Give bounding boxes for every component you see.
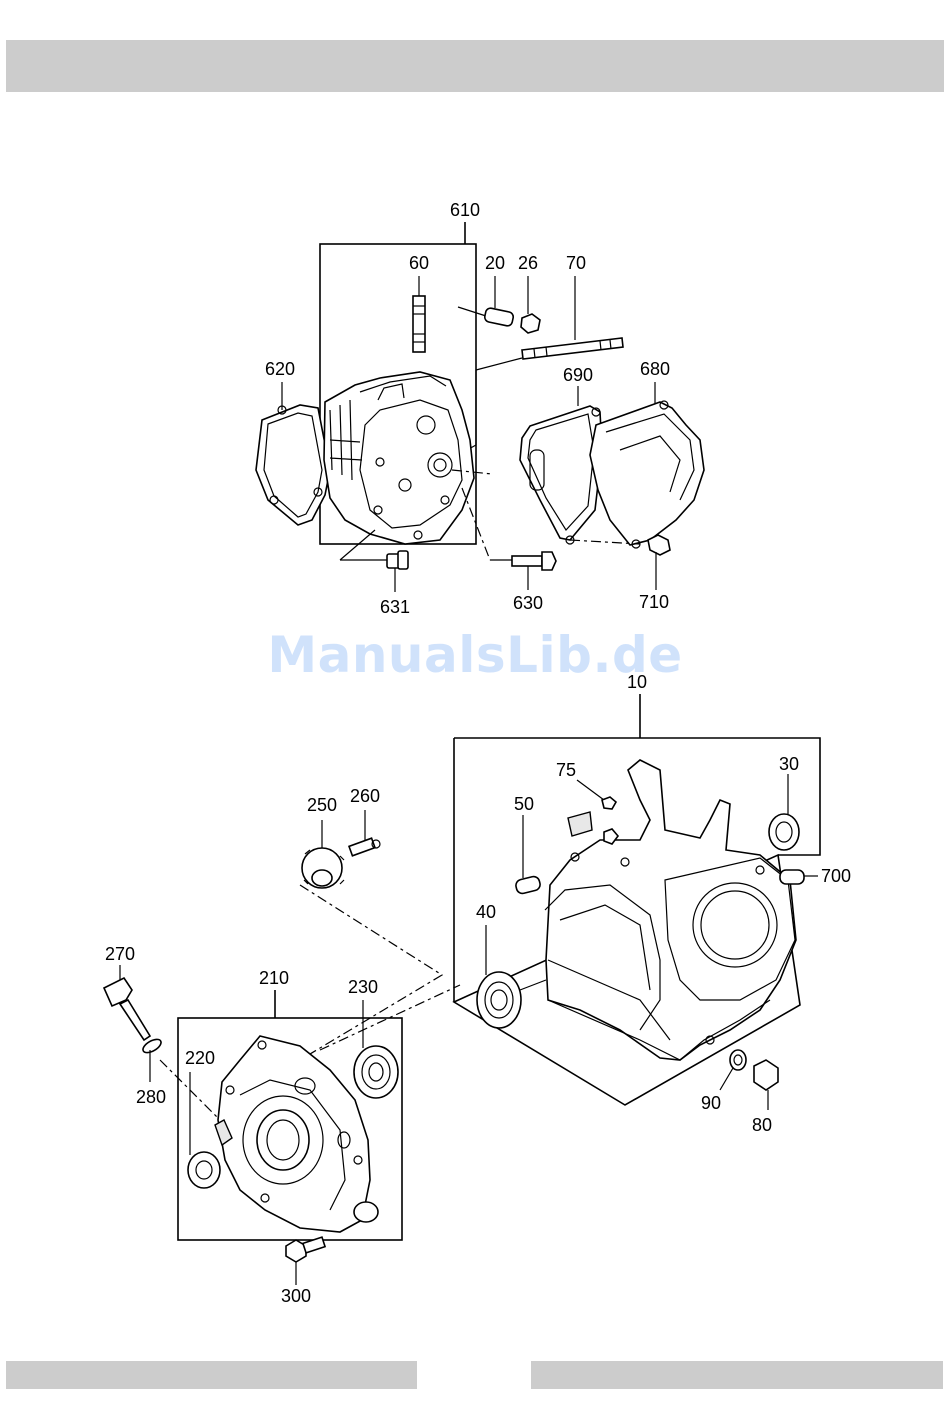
callout-20: 20 [485, 253, 505, 273]
bearing-40 [477, 972, 521, 1028]
callout-630: 630 [513, 593, 543, 613]
washer-90 [730, 1050, 746, 1070]
callout-710: 710 [639, 592, 669, 612]
cylinder-head-group [256, 222, 704, 592]
callout-280: 280 [136, 1087, 166, 1107]
callout-30: 30 [779, 754, 799, 774]
valve-cover-680 [590, 402, 704, 545]
callout-50: 50 [514, 794, 534, 814]
callout-26: 26 [518, 253, 538, 273]
callout-260: 260 [350, 786, 380, 806]
stud-60 [413, 296, 425, 352]
callout-210: 210 [259, 968, 289, 988]
plug-75 [602, 797, 616, 809]
callout-620: 620 [265, 359, 295, 379]
callout-631: 631 [380, 597, 410, 617]
watermark: ManualsLib.de [0, 626, 950, 684]
callout-270: 270 [105, 944, 135, 964]
oil-seal-30 [769, 814, 799, 850]
pin-20 [484, 307, 514, 327]
crankcase-group [454, 694, 820, 1110]
governor-group [302, 810, 380, 888]
callout-40: 40 [476, 902, 496, 922]
callout-60: 60 [409, 253, 429, 273]
cylinder-head [324, 372, 474, 544]
callout-700: 700 [821, 866, 851, 886]
callout-90: 90 [701, 1093, 721, 1113]
head-gasket-620 [256, 405, 330, 525]
drain-plug-80 [754, 1060, 778, 1090]
callout-690: 690 [563, 365, 593, 385]
callout-230: 230 [348, 977, 378, 997]
callout-220: 220 [185, 1048, 215, 1068]
oil-seal-220 [188, 1152, 220, 1188]
callout-250: 250 [307, 795, 337, 815]
callout-70: 70 [566, 253, 586, 273]
bearing-230 [354, 1046, 398, 1098]
nut-26 [521, 314, 540, 333]
dowel-50 [515, 875, 542, 894]
rod-70 [522, 338, 623, 359]
callout-300: 300 [281, 1286, 311, 1306]
bolt-630 [512, 556, 542, 566]
bolt-710 [648, 535, 670, 555]
callout-80: 80 [752, 1115, 772, 1135]
dowel-700 [780, 870, 804, 884]
callout-75: 75 [556, 760, 576, 780]
callout-680: 680 [640, 359, 670, 379]
governor-shaft-260 [349, 838, 375, 856]
crankcase-cover-group [104, 965, 402, 1285]
callout-610: 610 [450, 200, 480, 220]
